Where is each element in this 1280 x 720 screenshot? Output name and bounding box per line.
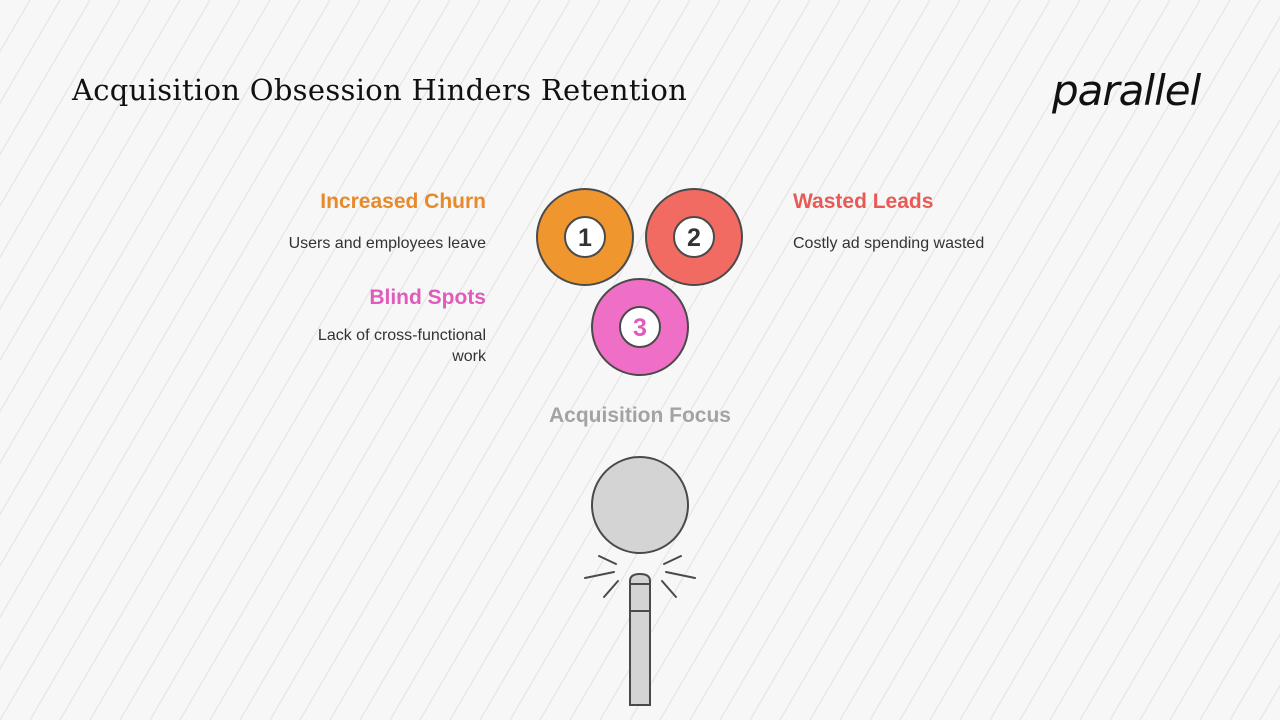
focus-ball xyxy=(591,456,689,554)
bubble-3: 3 xyxy=(591,278,689,376)
desc-wasted-leads: Costly ad spending wasted xyxy=(793,233,984,254)
label-title: Increased Churn xyxy=(320,190,486,213)
label-description-line-1: Lack of cross-functional xyxy=(317,327,486,344)
focus-label: Acquisition Focus xyxy=(548,404,731,427)
label-blind-spots: Blind Spots xyxy=(369,286,486,310)
bubble-2-number: 2 xyxy=(687,224,701,252)
label-increased-churn: Increased Churn xyxy=(320,190,486,214)
label-description-line-2: work xyxy=(452,348,486,365)
label-description: Users and employees leave xyxy=(288,235,486,252)
burst-lines xyxy=(584,555,696,598)
label-title: Wasted Leads xyxy=(793,190,934,213)
bubble-1-number: 1 xyxy=(578,224,592,252)
bubble-1: 1 xyxy=(536,188,634,286)
bubble-2: 2 xyxy=(645,188,743,286)
desc-increased-churn: Users and employees leave xyxy=(289,233,486,254)
label-title: Blind Spots xyxy=(369,286,486,309)
label-wasted-leads: Wasted Leads xyxy=(793,190,933,214)
brand-logo: parallel xyxy=(1052,66,1201,115)
support-stick xyxy=(629,572,651,706)
label-description: Costly ad spending wasted xyxy=(793,235,985,252)
bubble-3-number: 3 xyxy=(633,314,647,342)
desc-blind-spots: Lack of cross-functional work xyxy=(318,325,486,367)
page-title: Acquisition Obsession Hinders Retention xyxy=(72,73,688,107)
